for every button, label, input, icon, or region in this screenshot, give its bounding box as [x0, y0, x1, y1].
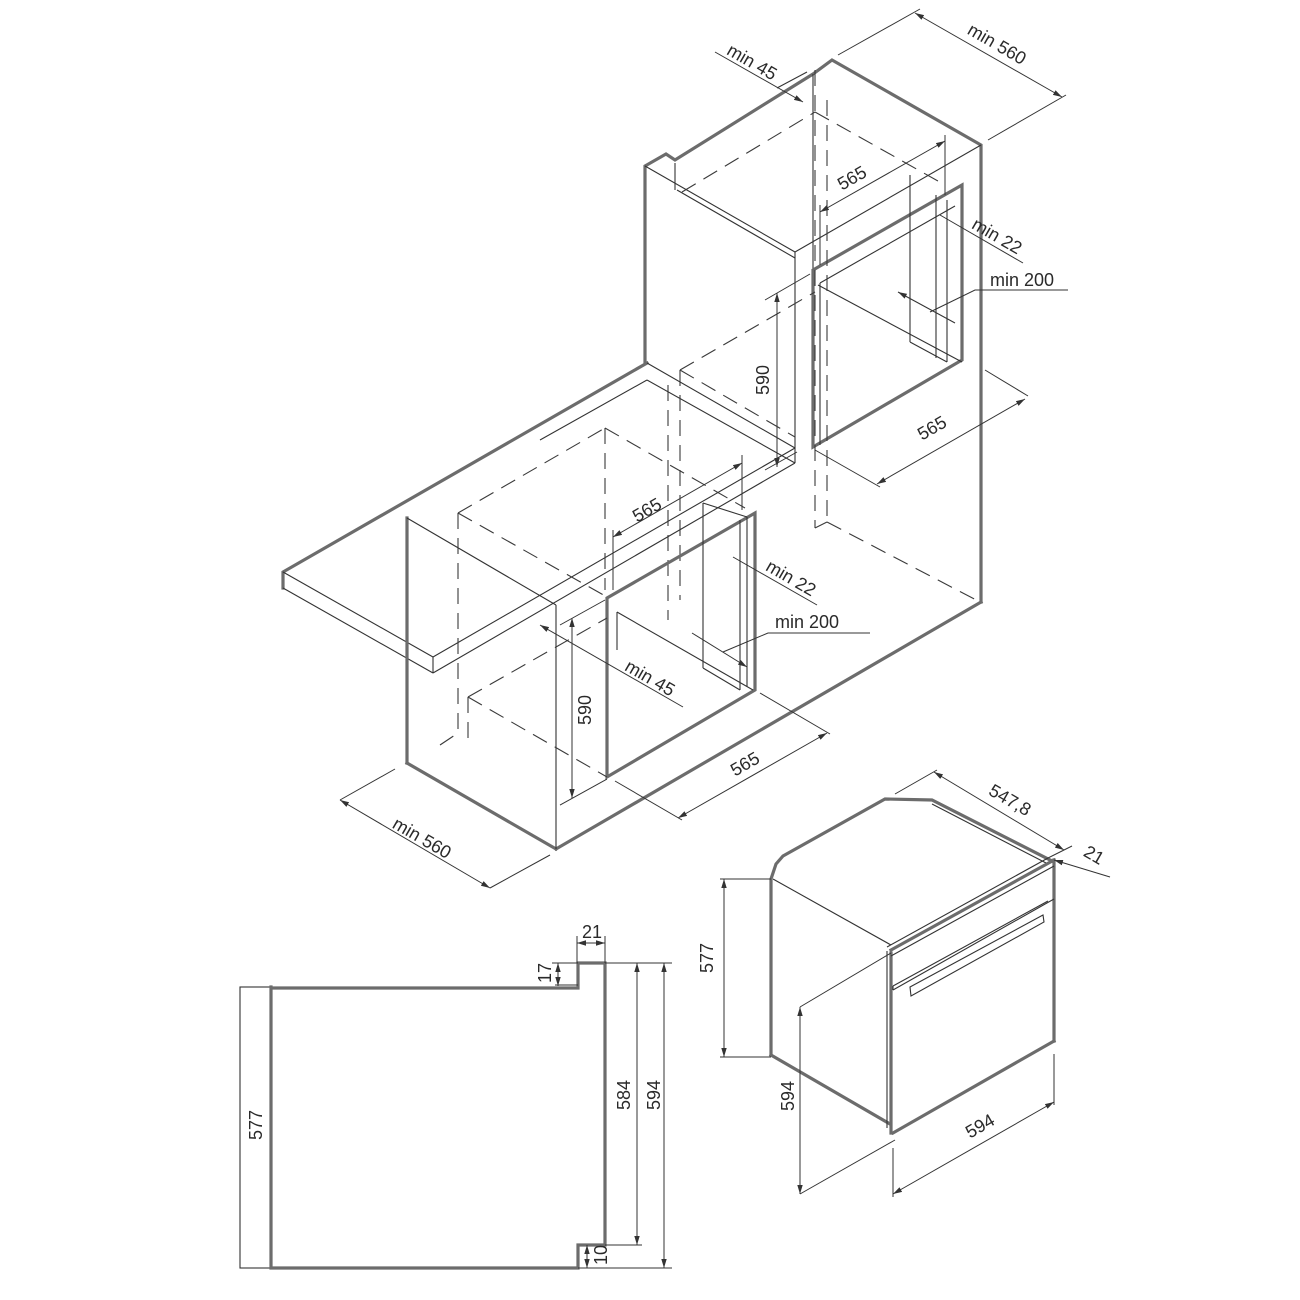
dim-min-200-bottom: min 200 [775, 612, 839, 632]
dim-side-bottom-step: 10 [591, 1245, 611, 1265]
dim-min-22-top: min 22 [969, 214, 1026, 258]
dim-side-body-height: 577 [246, 1110, 266, 1140]
dim-niche-width-bottom: 565 [629, 494, 665, 526]
dim-min-45-bottom: min 45 [622, 656, 679, 700]
dim-oven-front-height: 594 [778, 1081, 798, 1111]
oven-handle [909, 914, 1045, 997]
under-counter-dimensions: 565 min 22 min 200 min 45 590 565 min 56… [339, 455, 870, 889]
dim-niche-height-top: 590 [753, 365, 773, 395]
dim-min-22-bottom: min 22 [763, 556, 820, 600]
countertop [281, 360, 796, 674]
oven-side-view-dimensions: 21 17 577 584 594 10 [246, 922, 672, 1269]
dim-min-560-top: min 560 [964, 19, 1029, 68]
dim-min-200-top: min 200 [990, 270, 1054, 290]
dim-niche-depth-bottom: 565 [727, 748, 763, 780]
oven-side-view [239, 961, 607, 1270]
dim-side-inner-height: 584 [614, 1080, 634, 1110]
dim-niche-width-top: 565 [834, 162, 870, 194]
dim-niche-height-bottom: 590 [575, 695, 595, 725]
dim-side-total-height: 594 [644, 1080, 664, 1110]
oven-isometric [768, 797, 1057, 1136]
dim-oven-body-height: 577 [697, 943, 717, 973]
tall-column-dimensions: min 560 min 45 565 min 22 min 200 590 56… [714, 8, 1068, 488]
dim-side-top-step: 17 [535, 963, 555, 983]
dim-niche-depth-top: 565 [914, 412, 950, 444]
dim-min-45-top: min 45 [724, 40, 781, 84]
dim-side-panel-thickness: 21 [582, 922, 602, 942]
dim-oven-panel-thickness: 21 [1080, 841, 1107, 868]
tall-column-cabinet [643, 58, 983, 620]
dim-min-560-bottom: min 560 [389, 813, 454, 862]
dim-oven-depth: 547,8 [985, 780, 1034, 820]
